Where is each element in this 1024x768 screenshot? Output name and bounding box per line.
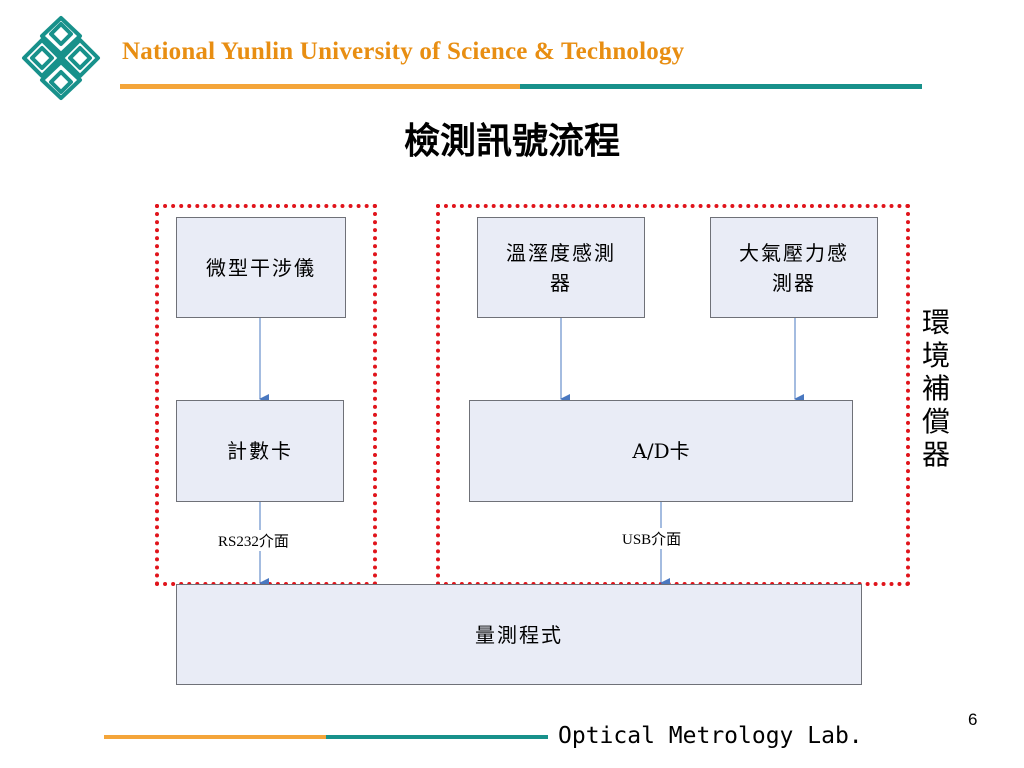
env-compensation-char: 償 bbox=[921, 405, 950, 438]
env-compensation-char: 境 bbox=[921, 339, 950, 372]
ad-card-node: A/D卡 bbox=[469, 400, 853, 502]
env-compensation-char: 補 bbox=[921, 372, 950, 405]
counter-card-node: 計數卡 bbox=[176, 400, 344, 502]
measurement-program-node: 量測程式 bbox=[176, 584, 862, 685]
university-logo-icon bbox=[22, 16, 100, 100]
ad-card-label: A/D卡 bbox=[632, 439, 690, 463]
slide-title: 檢測訊號流程 bbox=[403, 120, 620, 162]
university-name: National Yunlin University of Science & … bbox=[122, 38, 685, 65]
rs232-interface-label: RS232介面 bbox=[218, 530, 289, 551]
temp-humidity-label-line2: 器 bbox=[550, 270, 572, 295]
env-compensation-char: 器 bbox=[921, 438, 950, 471]
counter-card-label: 計數卡 bbox=[227, 439, 293, 463]
pressure-label-line1: 大氣壓力感 bbox=[739, 240, 849, 265]
interferometer-label: 微型干涉儀 bbox=[206, 255, 316, 280]
pressure-label-line2: 測器 bbox=[772, 270, 816, 295]
footer-divider-teal bbox=[326, 735, 548, 739]
usb-interface-label: USB介面 bbox=[622, 528, 682, 549]
env-compensation-char: 環 bbox=[921, 306, 950, 339]
page-number: 6 bbox=[968, 710, 978, 729]
pressure-sensor-node: 大氣壓力感 測器 bbox=[710, 217, 878, 318]
temp-humidity-sensor-node: 溫溼度感測 器 bbox=[477, 217, 645, 318]
header-divider-teal bbox=[520, 84, 922, 89]
header-divider-orange bbox=[120, 84, 520, 89]
interferometer-node: 微型干涉儀 bbox=[176, 217, 346, 318]
lab-name: Optical Metrology Lab. bbox=[558, 723, 863, 749]
footer-divider-orange bbox=[104, 735, 330, 739]
temp-humidity-label-line1: 溫溼度感測 bbox=[506, 240, 616, 265]
measurement-program-label: 量測程式 bbox=[475, 622, 563, 647]
env-compensation-label: 環 境 補 償 器 bbox=[914, 306, 958, 471]
